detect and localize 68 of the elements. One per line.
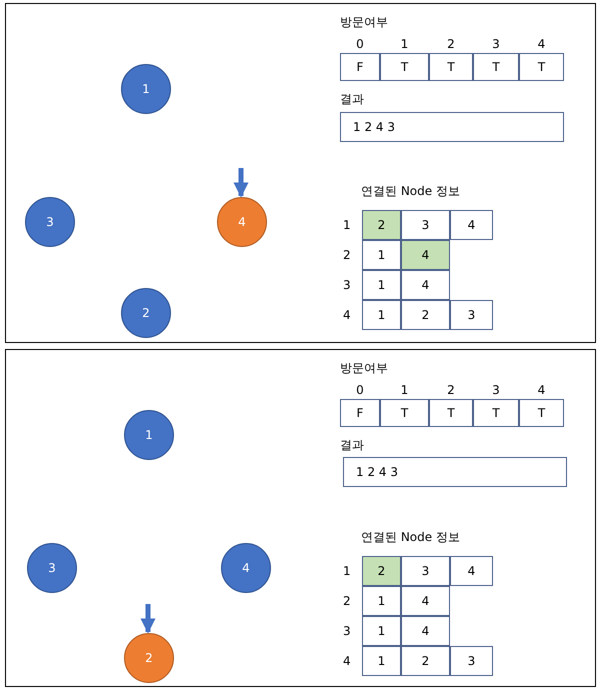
visited-cell: T: [519, 53, 564, 81]
index-label: 1: [400, 36, 410, 52]
heading-label: 연결된 Node 정보: [361, 529, 460, 546]
graph-node-circle: 4: [217, 197, 267, 247]
heading-label: 방문여부: [340, 360, 388, 377]
index-label: 0: [355, 36, 365, 52]
adjacency-cell: 3: [401, 556, 450, 586]
visited-cell: F: [340, 399, 380, 427]
pointer-arrow: [140, 604, 156, 634]
index-label: 2: [446, 382, 456, 398]
graph-node-circle: 3: [27, 543, 77, 593]
visited-cell: T: [429, 399, 473, 427]
adjacency-cell: 2: [362, 556, 401, 586]
adjacency-cell: 1: [362, 240, 401, 270]
graph-node-circle: 4: [221, 543, 271, 593]
graph-node-circle: 2: [124, 633, 174, 683]
pointer-arrow: [234, 168, 248, 198]
adjacency-cell: 2: [401, 300, 450, 330]
row-label: 3: [343, 278, 351, 292]
adjacency-cell: 1: [362, 646, 401, 676]
index-label: 3: [491, 382, 501, 398]
result-box: 1 2 4 3: [340, 112, 564, 142]
index-label: 1: [400, 382, 410, 398]
adjacency-cell: 4: [450, 210, 493, 240]
visited-cell: T: [519, 399, 564, 427]
heading-label: 결과: [340, 91, 364, 108]
adjacency-cell: 4: [401, 240, 450, 270]
adjacency-cell: 4: [401, 270, 450, 300]
adjacency-cell: 1: [362, 586, 401, 616]
index-label: 2: [446, 36, 456, 52]
heading-label: 결과: [340, 437, 364, 454]
graph-node-circle: 3: [25, 197, 75, 247]
adjacency-cell: 3: [450, 646, 493, 676]
adjacency-cell: 4: [450, 556, 493, 586]
adjacency-cell: 2: [362, 210, 401, 240]
index-label: 4: [536, 382, 546, 398]
index-label: 4: [536, 36, 546, 52]
row-label: 2: [343, 248, 351, 262]
adjacency-cell: 4: [401, 616, 450, 646]
heading-label: 연결된 Node 정보: [361, 183, 460, 200]
row-label: 1: [343, 218, 351, 232]
row-label: 1: [343, 564, 351, 578]
visited-cell: T: [429, 53, 473, 81]
visited-cell: T: [380, 53, 429, 81]
graph-node-circle: 1: [121, 64, 171, 114]
graph-node-circle: 2: [121, 288, 171, 338]
index-label: 0: [355, 382, 365, 398]
index-label: 3: [491, 36, 501, 52]
visited-cell: F: [340, 53, 380, 81]
heading-label: 방문여부: [340, 14, 388, 31]
adjacency-cell: 3: [450, 300, 493, 330]
result-box: 1 2 4 3: [343, 457, 567, 487]
visited-cell: T: [473, 399, 519, 427]
adjacency-cell: 1: [362, 616, 401, 646]
row-label: 4: [343, 308, 351, 322]
adjacency-cell: 4: [401, 586, 450, 616]
panel-frame: [5, 349, 596, 687]
graph-node-circle: 1: [124, 410, 174, 460]
adjacency-cell: 3: [401, 210, 450, 240]
adjacency-cell: 2: [401, 646, 450, 676]
row-label: 4: [343, 654, 351, 668]
row-label: 3: [343, 624, 351, 638]
panel-frame: [5, 3, 596, 343]
adjacency-cell: 1: [362, 300, 401, 330]
row-label: 2: [343, 594, 351, 608]
visited-cell: T: [380, 399, 429, 427]
visited-cell: T: [473, 53, 519, 81]
adjacency-cell: 1: [362, 270, 401, 300]
